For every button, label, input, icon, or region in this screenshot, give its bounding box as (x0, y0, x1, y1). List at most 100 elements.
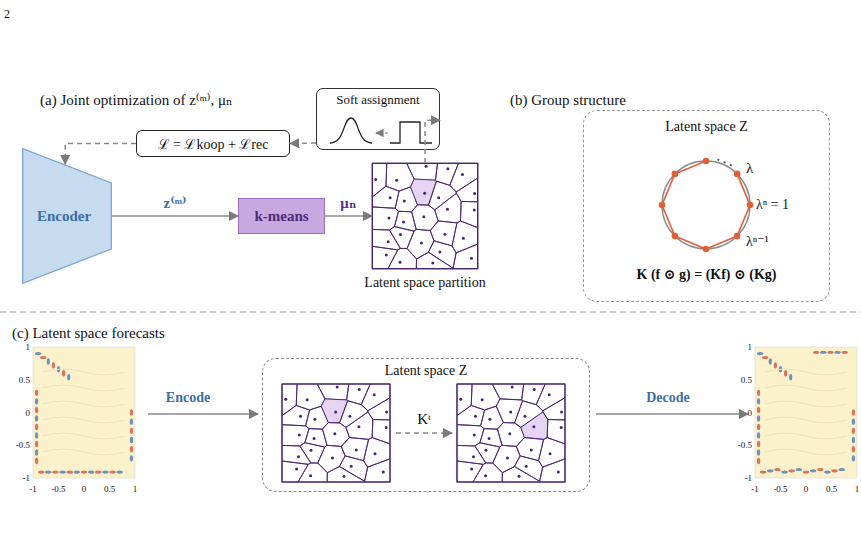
axis-tick: 0 (26, 408, 31, 417)
centroid-dot (470, 257, 473, 260)
centroid-dot (481, 398, 484, 401)
eigenvalue-label: λⁿ = 1 (756, 198, 789, 212)
panel-title: (b) Group structure (510, 93, 626, 108)
vortex-streak (52, 362, 55, 368)
centroid-dot (309, 474, 312, 477)
centroid-dot (358, 388, 361, 391)
voronoi-cell (502, 467, 540, 482)
node-label: Latent space Z (665, 119, 747, 135)
vortex-streak (762, 356, 768, 359)
centroid-dot (470, 468, 473, 471)
voronoi-cell (300, 443, 325, 463)
vortex-streak (757, 432, 760, 438)
centroid-dot (374, 452, 377, 455)
loss-box: ℒ = ℒkoop + ℒrec (136, 130, 290, 157)
dashed-arrow (65, 144, 136, 165)
vortex-streak (767, 469, 773, 472)
field-ripple (765, 401, 847, 407)
decode-label: Decode (646, 391, 690, 405)
voronoi-cell (407, 229, 434, 259)
vortex-streak (74, 471, 80, 474)
vortex-streak (820, 351, 826, 354)
vortex-streak (130, 437, 133, 443)
voronoi-cell (372, 229, 400, 249)
voronoi-cell (480, 429, 502, 447)
decode-arrow (596, 413, 748, 415)
vortex-streak (789, 374, 792, 380)
voronoi-cell (341, 438, 368, 461)
vortex-streak (35, 398, 38, 404)
voronoi-cell (453, 244, 478, 269)
centroid-dot (523, 415, 526, 418)
voronoi-cell (461, 201, 479, 227)
vortex-streak (796, 468, 802, 471)
field-ripple (43, 417, 125, 423)
voronoi-cell (322, 423, 349, 447)
voronoi-cell (457, 461, 483, 482)
voronoi-cell (365, 459, 390, 482)
voronoi-cell (471, 384, 500, 410)
centroid-dot (488, 418, 491, 421)
axis-tick: 0 (748, 408, 753, 417)
field-ripple (43, 449, 125, 455)
centroid-dot (474, 415, 477, 418)
vortex-streak (803, 471, 809, 474)
voronoi-cell (539, 438, 565, 467)
vortex-streak (102, 471, 108, 474)
field-ripple (765, 369, 847, 375)
ellipsis-dot (717, 159, 719, 161)
voronoi-cell (450, 163, 478, 192)
centroid-dot (425, 165, 428, 168)
voronoi-cell (547, 420, 565, 444)
centroid-dot (395, 179, 398, 182)
axis-tick: -1 (23, 474, 31, 483)
octagon-edge (706, 236, 737, 249)
vortex-streak (40, 356, 46, 359)
root-of-unity-dot (703, 246, 710, 253)
centroid-dot (511, 385, 514, 388)
centroid-dot (438, 250, 441, 253)
root-of-unity-dot (734, 233, 741, 240)
octagon-edge (737, 174, 750, 205)
vortex-streak (810, 469, 816, 472)
field-ripple (43, 369, 125, 375)
voronoi-cell (372, 246, 398, 269)
centroid-dot (423, 192, 426, 195)
axis-tick: -0.5 (773, 485, 787, 494)
partition-frame (457, 384, 565, 482)
centroid-dot (348, 415, 351, 418)
axis-tick: -0.5 (738, 441, 752, 450)
flow-field-group (33, 347, 857, 478)
vortex-streak (834, 351, 840, 354)
voronoi-cell (456, 178, 478, 202)
centroid-dot (385, 426, 388, 429)
axis-tick: -0.5 (16, 441, 30, 450)
panel-title: (a) Joint optimization of z⁽ᵐ⁾, μₙ (40, 93, 233, 108)
centroid-dot (342, 475, 345, 478)
node-label: Latent space Z (385, 363, 467, 379)
vortex-streak (62, 370, 65, 376)
centroid-dot (313, 418, 316, 421)
vortex-streak (757, 449, 760, 455)
vortex-streak (824, 471, 830, 474)
voronoi-cell (347, 384, 371, 405)
axis-tick: -0.5 (51, 485, 65, 494)
voronoi-cell (394, 211, 416, 231)
voronoi-cell (429, 181, 457, 210)
axis-tick: -1 (745, 474, 753, 483)
voronoi-cell (496, 399, 522, 423)
voronoi-cell (430, 221, 457, 246)
centroid-dot (336, 385, 339, 388)
vortex-streak (38, 471, 44, 474)
vortex-streak (45, 471, 51, 474)
voronoi-cell (296, 384, 325, 410)
voronoi-cell (368, 398, 390, 420)
vortex-streak (789, 469, 795, 472)
vortex-streak (47, 358, 50, 364)
partition-frame (282, 384, 390, 482)
vortex-streak (117, 471, 123, 474)
centroid-dot (473, 433, 476, 436)
centroid-dot (402, 220, 405, 223)
node-formula: K (f ⊙ g) = (Kf) ⊙ (Kg) (637, 266, 777, 283)
